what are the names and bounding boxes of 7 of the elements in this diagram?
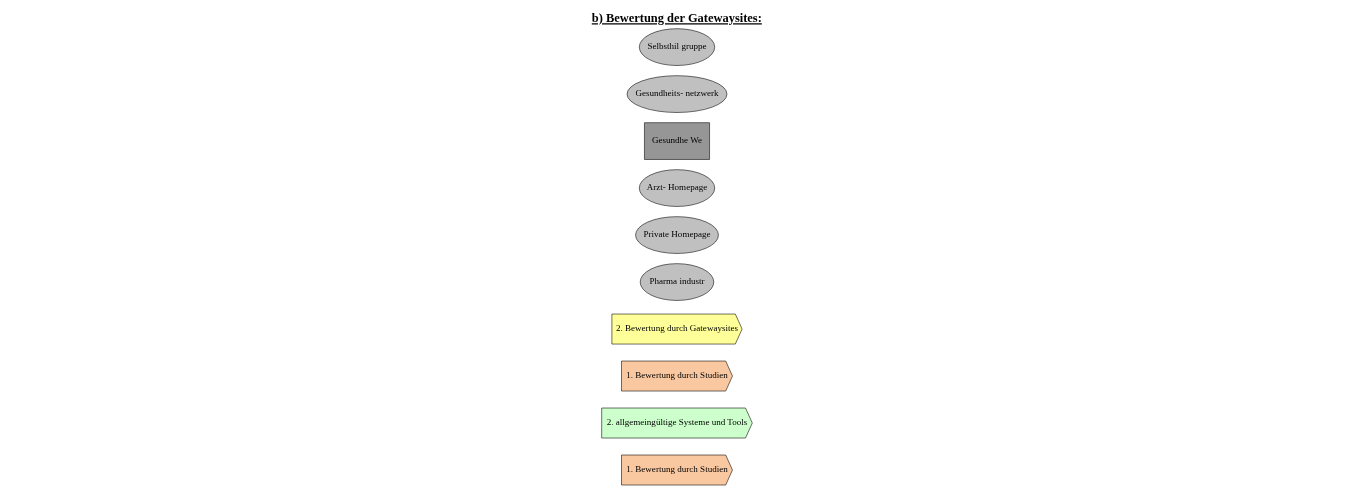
node-ellipse: Pharma industr [639, 263, 714, 301]
node-ellipse: Gesundheits- netzwerk [626, 75, 727, 113]
node-ellipse: Arzt- Homepage [638, 169, 715, 207]
node-ellipse: Private Homepage [634, 216, 719, 254]
diagram-title: b) Bewertung der Gatewaysites: [591, 11, 762, 26]
node-ellipse: Selbsthil gruppe [638, 28, 715, 66]
node-box: Gesundhe We [643, 122, 710, 160]
